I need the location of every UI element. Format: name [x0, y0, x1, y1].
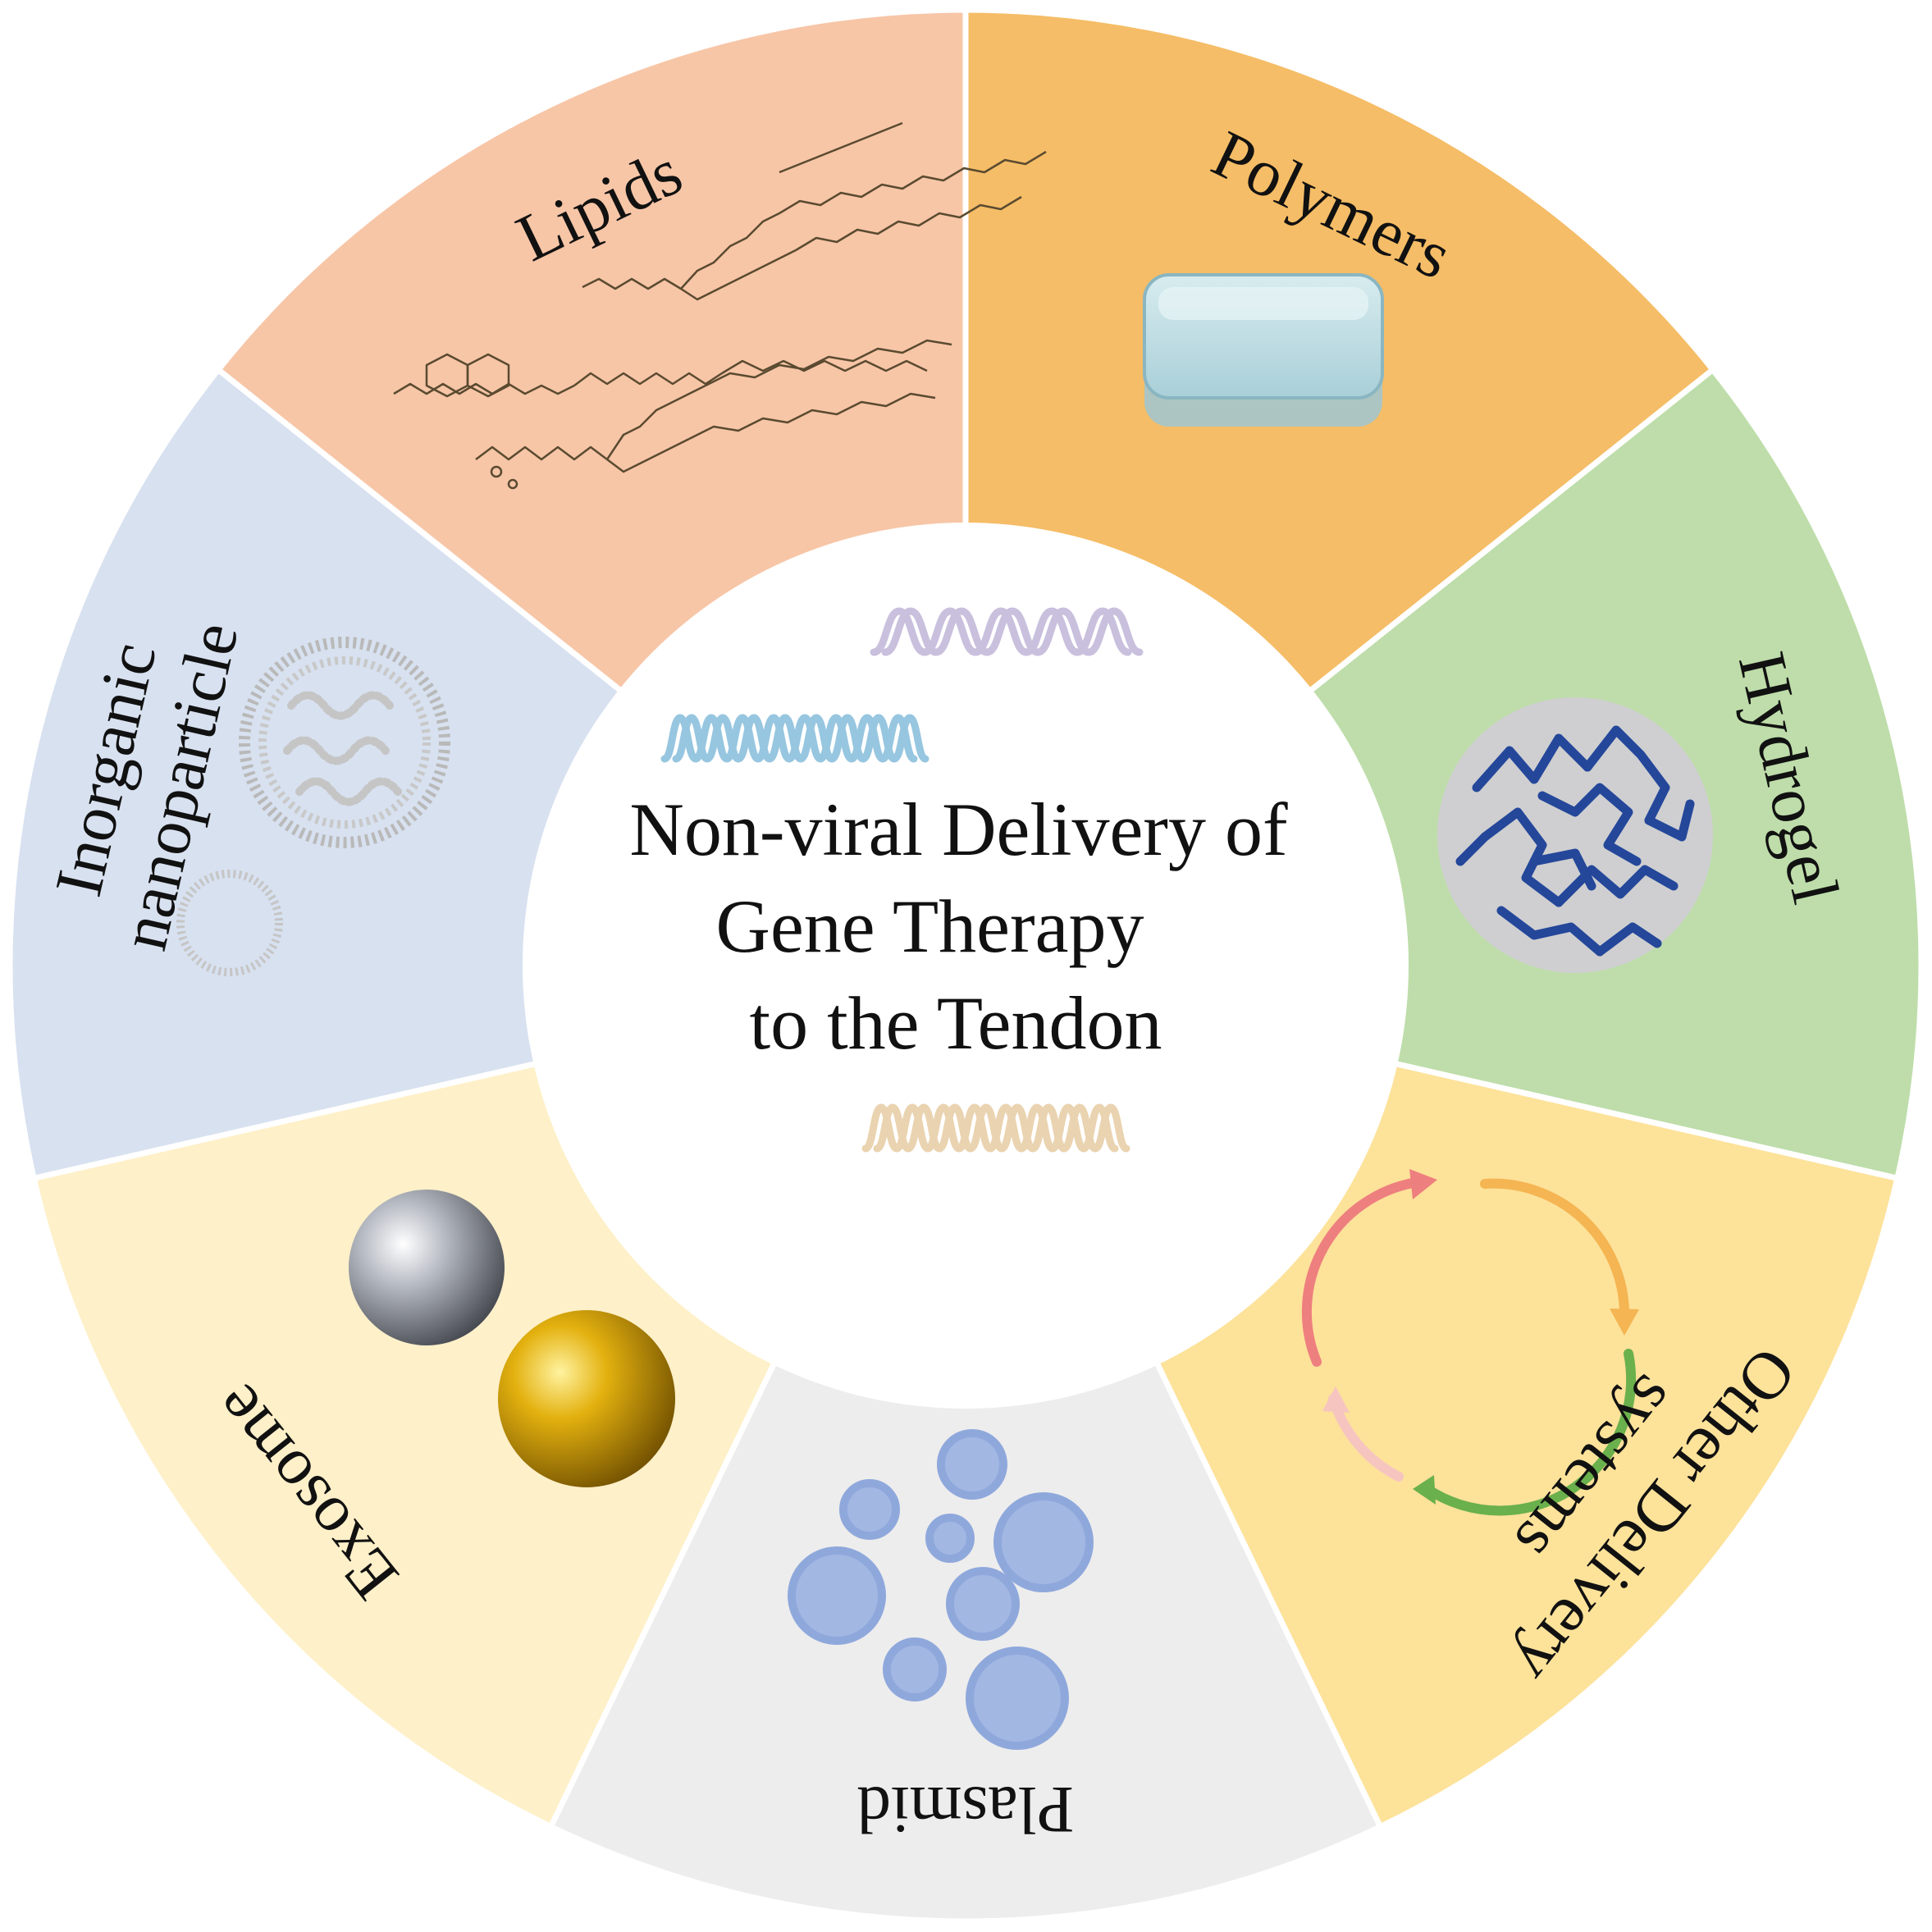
metal-spheres-icon	[349, 1190, 675, 1487]
label-inorganic: Inorganicnanoparticle	[32, 599, 253, 957]
center-title: Non-viral Delivery of Gene Therapy to th…	[629, 788, 1306, 1065]
label-line: Plasmid	[857, 1773, 1074, 1848]
polymer-structure-icon	[393, 121, 1047, 490]
center-title-line: Gene Therapy	[716, 884, 1144, 968]
polymer-network-icon	[1437, 697, 1713, 973]
plasmid-cycle-icon	[1301, 1169, 1639, 1516]
exosome-cluster-icon	[788, 1429, 1094, 1750]
dna-strand-icon	[660, 714, 929, 763]
center-title-line: to the Tendon	[750, 981, 1162, 1065]
dna-strand-icon	[870, 607, 1144, 656]
dna-strand-icon	[861, 1103, 1130, 1153]
hydrogel-block-icon	[1143, 273, 1384, 427]
label-plasmid: Plasmid	[857, 1773, 1074, 1848]
liposome-icon	[176, 637, 450, 976]
center-title-line: Non-viral Delivery of	[629, 788, 1288, 871]
